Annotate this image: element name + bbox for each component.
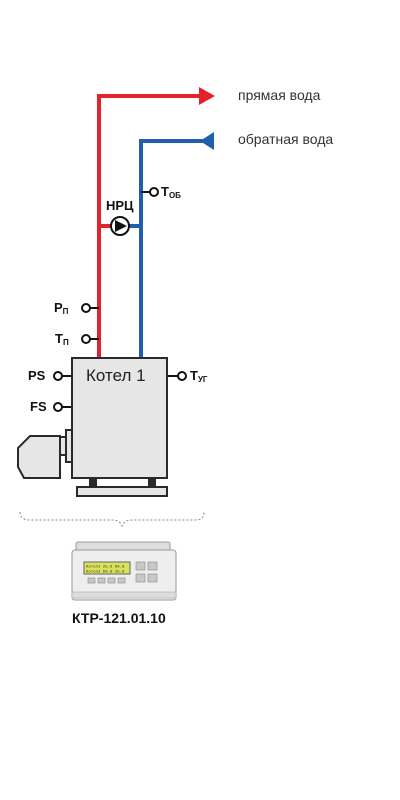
sensor-p-p-icon (81, 303, 99, 313)
brace-bracket (19, 511, 205, 528)
controller-device: Котел1 25.8 60.8 Котел2 60.8 25.8 (71, 541, 177, 601)
sensor-t-yg-icon (167, 371, 187, 381)
sensor-t-yg-label: ТУГ (190, 368, 208, 384)
supply-arrow-icon (199, 87, 215, 105)
return-pipe (139, 139, 206, 358)
sensor-t-ob-icon (141, 187, 159, 197)
sensor-t-p-icon (81, 334, 99, 344)
supply-water-label: прямая вода (238, 87, 321, 103)
controller-buttons (87, 561, 158, 584)
boiler-title: Котел 1 (86, 366, 146, 385)
pump-label: НРЦ (106, 198, 134, 213)
supply-pipe (97, 94, 206, 358)
sensor-fs-icon (53, 402, 72, 412)
burner-icon (17, 429, 73, 479)
sensor-ps-icon (53, 371, 72, 381)
device-display-line1: Котел1 25.8 60.8 (86, 566, 125, 570)
device-name: КТР-121.01.10 (72, 610, 166, 626)
sensor-t-ob-label: ТОБ (161, 184, 181, 200)
return-arrow-icon (200, 132, 214, 150)
sensor-p-p-label: РП (54, 300, 69, 316)
sensor-ps-label: PS (28, 368, 46, 383)
device-display-line2: Котел2 60.8 25.8 (86, 571, 125, 575)
sensor-t-p-label: ТП (55, 331, 69, 347)
boiler (71, 357, 168, 497)
sensor-fs-label: FS (30, 399, 47, 414)
return-water-label: обратная вода (238, 131, 334, 147)
pump-icon (110, 216, 130, 236)
